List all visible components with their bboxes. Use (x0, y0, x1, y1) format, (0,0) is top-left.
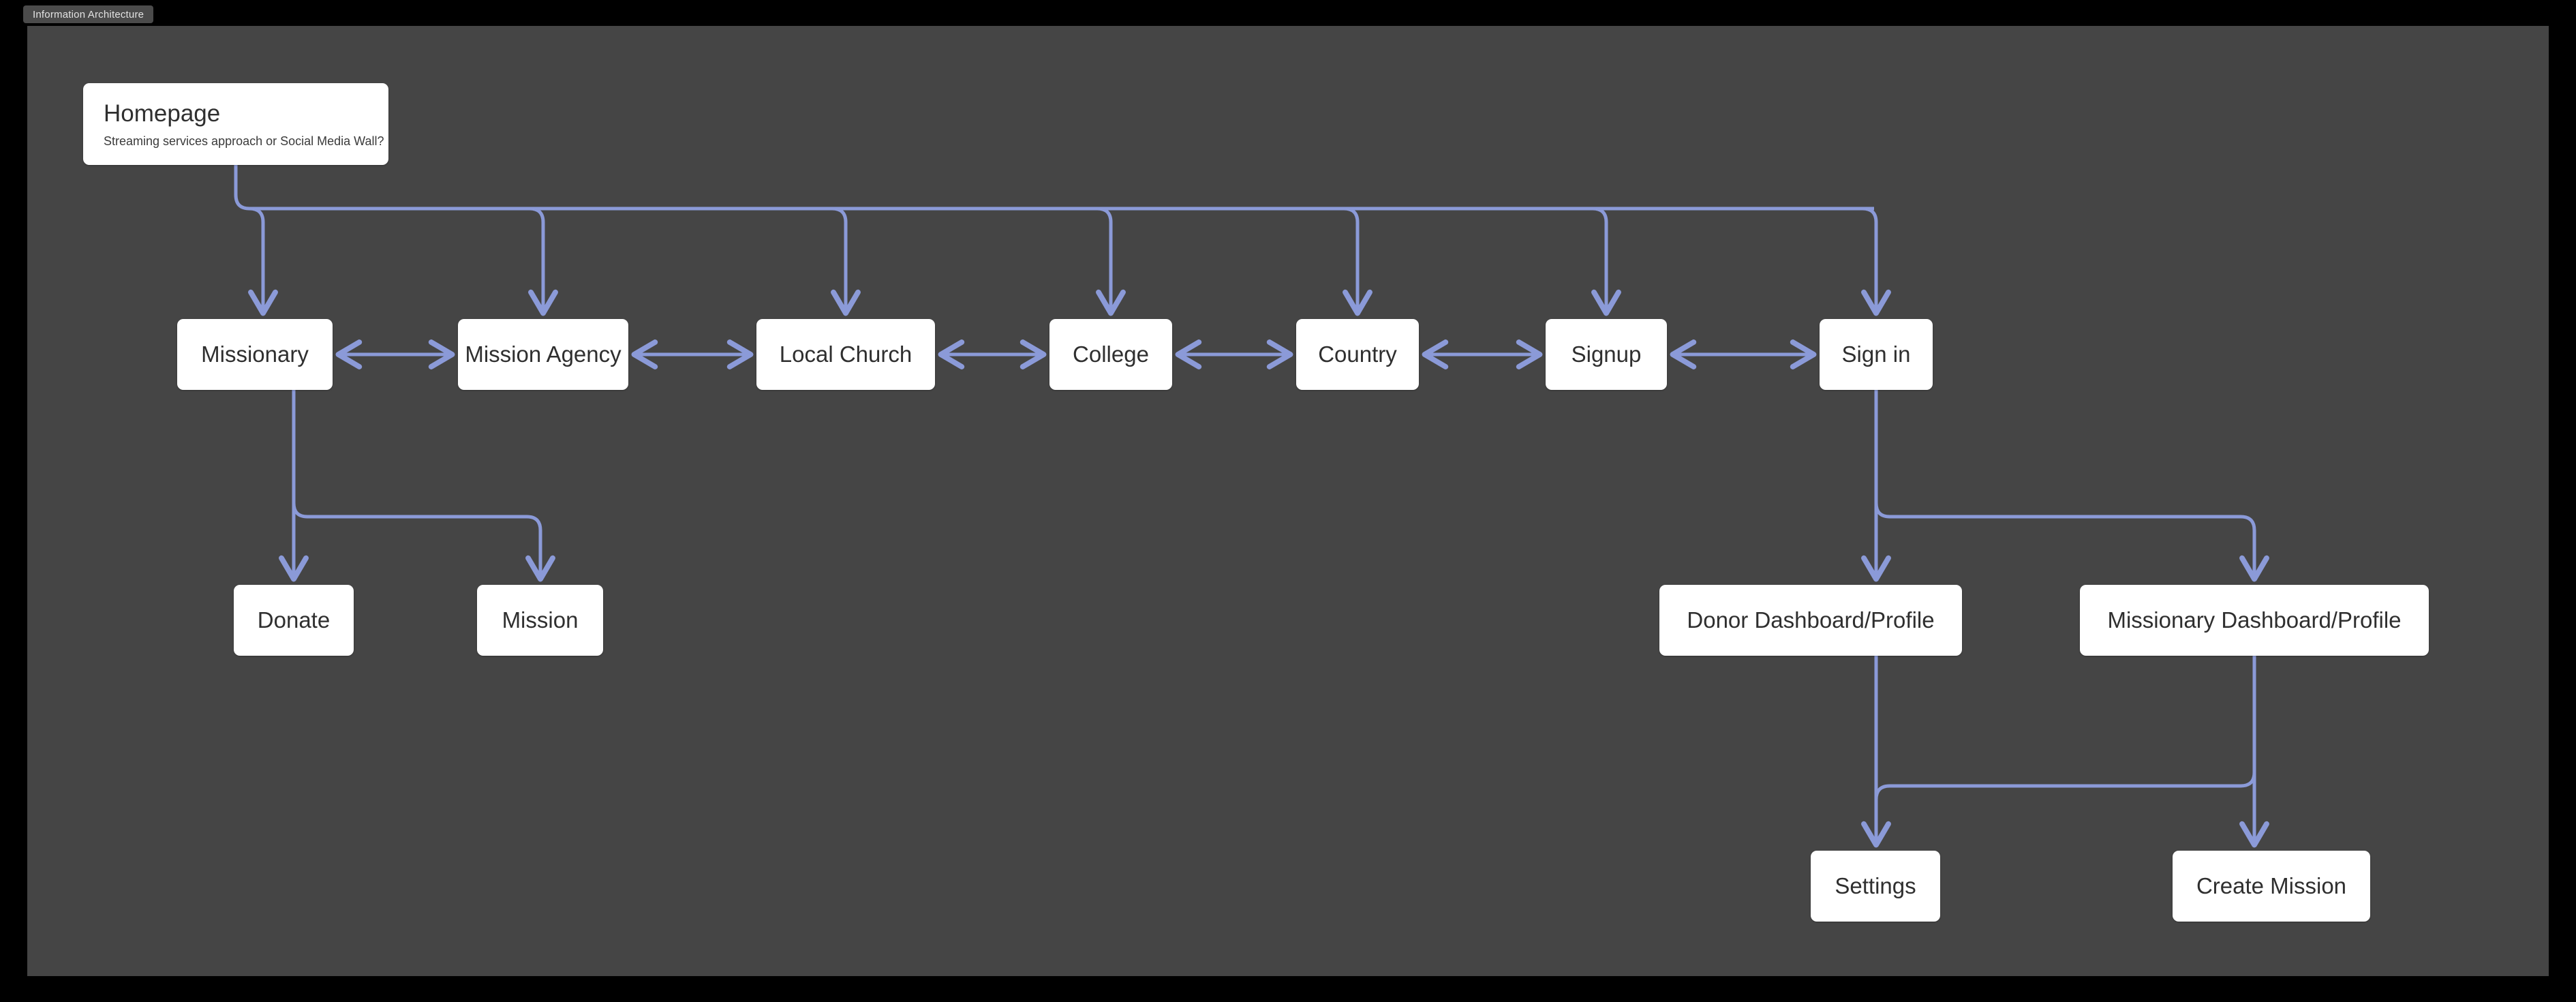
node-missionary-dashboard[interactable]: Missionary Dashboard/Profile (2080, 585, 2429, 656)
connector-layer (234, 165, 2269, 848)
node-country-label: Country (1318, 341, 1397, 367)
node-local-church[interactable]: Local Church (756, 319, 935, 390)
node-create-mission-label: Create Mission (2196, 873, 2347, 899)
node-missionary[interactable]: Missionary (177, 319, 333, 390)
edge-missionary-dashboard-settings (1874, 772, 2256, 830)
edge-homepage-bus (234, 165, 1874, 211)
node-homepage[interactable]: Homepage Streaming services approach or … (83, 83, 388, 165)
node-mission[interactable]: Mission (477, 585, 603, 656)
edge-homepage-missionary (248, 207, 278, 316)
node-sign-in[interactable]: Sign in (1820, 319, 1933, 390)
node-signup-label: Signup (1571, 341, 1642, 367)
node-missionary-label: Missionary (201, 341, 309, 367)
edge-homepage-church (831, 207, 861, 316)
node-settings[interactable]: Settings (1811, 851, 1940, 922)
edge-homepage-country (1343, 207, 1373, 316)
node-homepage-subtitle: Streaming services approach or Social Me… (104, 134, 384, 148)
node-sign-in-label: Sign in (1841, 341, 1911, 367)
diagram-canvas[interactable]: Homepage Streaming services approach or … (27, 26, 2549, 976)
node-college-label: College (1073, 341, 1149, 367)
edge-signin-missionary-dashboard (1874, 502, 2269, 582)
node-donate-label: Donate (257, 607, 331, 633)
node-donor-dashboard-label: Donor Dashboard/Profile (1687, 607, 1935, 633)
node-donor-dashboard[interactable]: Donor Dashboard/Profile (1659, 585, 1962, 656)
node-settings-label: Settings (1835, 873, 1916, 899)
node-mission-agency-label: Mission Agency (465, 341, 622, 367)
edge-homepage-agency (528, 207, 558, 316)
node-missionary-dashboard-label: Missionary Dashboard/Profile (2107, 607, 2402, 633)
node-mission-agency[interactable]: Mission Agency (458, 319, 628, 390)
edge-homepage-signup (1591, 207, 1621, 316)
document-title-tab[interactable]: Information Architecture (23, 5, 154, 23)
node-local-church-label: Local Church (779, 341, 913, 367)
edge-homepage-signin (1861, 207, 1891, 316)
node-mission-label: Mission (502, 607, 579, 633)
node-create-mission[interactable]: Create Mission (2173, 851, 2370, 922)
edge-homepage-college (1096, 207, 1126, 316)
node-signup[interactable]: Signup (1546, 319, 1667, 390)
node-country[interactable]: Country (1296, 319, 1419, 390)
node-donate[interactable]: Donate (234, 585, 354, 656)
edge-missionary-mission (292, 502, 555, 582)
node-college[interactable]: College (1049, 319, 1172, 390)
node-homepage-title: Homepage (104, 100, 221, 127)
